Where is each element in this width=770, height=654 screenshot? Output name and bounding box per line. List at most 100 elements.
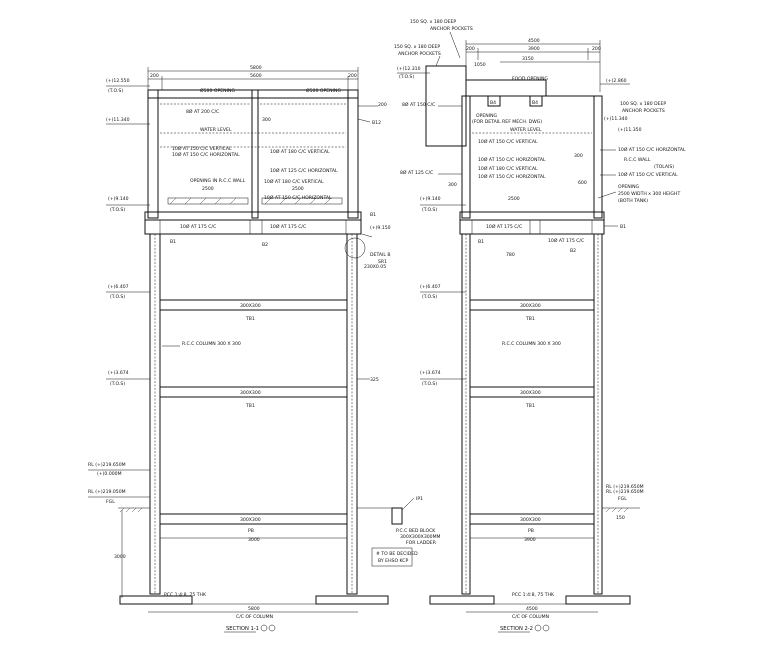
- s1-beam-3: 300X300: [240, 517, 261, 523]
- s2-right-tolais: (TOLAIS): [654, 164, 674, 170]
- s1-note-water-level: WATER LEVEL: [200, 127, 232, 133]
- s1-note-vert-3: 10Ø AT 180 C/C VERTICAL: [264, 178, 324, 185]
- s1-ip1: IP1: [416, 496, 423, 502]
- s1-beam-2: 300X300: [240, 390, 261, 396]
- s2-beam-3-tag: PB: [528, 528, 534, 534]
- s2-beam-1: 300X300: [520, 303, 541, 309]
- section-2-2: 150 SQ. x 180 DEEP ANCHOR POCKETS 150 SQ…: [394, 19, 686, 633]
- s1-slab: 10Ø AT 175 C/C 10Ø AT 175 C/C B1 B2 B1 (…: [144, 211, 391, 270]
- s1-note-vert-2: 10Ø AT 180 C/C VERTICAL: [270, 148, 330, 155]
- s1-ground: 3000 3000: [114, 507, 392, 598]
- s2-level-right-anchor: RL (+)219.650M: [606, 489, 644, 495]
- s1-level-3-ref: (T.O.S): [110, 207, 125, 213]
- s2-dim-1050: 1050: [474, 62, 486, 68]
- s1-slab-note-2: 10Ø AT 175 C/C: [270, 223, 306, 230]
- s2-beam-2-tag: TB1: [525, 403, 535, 409]
- s2-right-level-1: (+)11.340: [604, 116, 628, 122]
- s2-right-wall: R.C.C WALL: [624, 157, 651, 163]
- s2-tank-vert-2: 10Ø AT 180 C/C VERTICAL: [478, 165, 538, 172]
- s2-tank-300: 300: [574, 153, 583, 159]
- s2-tank-300-left: 300: [448, 182, 457, 188]
- s1-top-dimensions: 5800 200 5600 200: [147, 65, 359, 90]
- section-1-1: 5800 200 5600 200 (+)12.550 (T.O.S) (+)1…: [88, 65, 441, 633]
- s2-anchor-2: 150 SQ. x 180 DEEP: [394, 44, 440, 50]
- s1-dim-inner: 5600: [250, 73, 262, 79]
- s1-note-200: 200: [378, 102, 387, 108]
- s2-top-dimensions: 4500 200 3900 200 3150 1050: [465, 38, 601, 92]
- s2-level-1-ref: (T.O.S): [399, 74, 414, 80]
- s1-level-markers: (+)12.550 (T.O.S) (+)11.340 (+)9.140 (T.…: [88, 78, 150, 505]
- s2-tank-2500: 2500: [508, 196, 520, 202]
- s1-note-wall-opening: OPENING IN R.C.C WALL: [190, 178, 246, 184]
- s1-level-6: RL (+)219.650M: [88, 462, 126, 468]
- s1-dim-5800: 3000: [248, 537, 260, 543]
- s2-columns: R.C.C COLUMN 300 X 300: [461, 233, 603, 595]
- s2-top-notes: 150 SQ. x 180 DEEP ANCHOR POCKETS 150 SQ…: [394, 19, 473, 67]
- s2-right-both-tank: (BOTH TANK): [618, 198, 648, 204]
- s2-ground: FGL RL (+)219.650M 150: [602, 484, 644, 521]
- s2-fgl: FGL: [618, 496, 627, 502]
- s1-slab-b1-right: B1: [370, 212, 376, 218]
- s2-bottom-caption: C/C OF COLUMN: [512, 614, 549, 620]
- s1-slab-note-1: 10Ø AT 175 C/C: [180, 223, 216, 230]
- s1-note-horiz-2: 10Ø AT 125 C/C HORIZONTAL: [270, 167, 338, 174]
- s1-decide-by: BY EHSO KCP: [378, 558, 408, 564]
- s2-tank-opening: OPENING: [476, 113, 498, 119]
- s1-level-4-ref: (T.O.S): [110, 294, 125, 300]
- s2-slab-780: 780: [506, 252, 515, 258]
- s2-level-3-ref: (T.O.S): [422, 294, 437, 300]
- s1-slab-b1-left: B1: [170, 239, 176, 245]
- s2-slab-b2: B2: [570, 248, 576, 254]
- s2-dim-wall-r: 200: [592, 46, 601, 52]
- s1-footing-note: PCC 1:4:8, 75 THK: [164, 592, 207, 598]
- s1-bed-block-use: FOR LADDER: [406, 540, 437, 546]
- s2-level-1: (+)12.310: [397, 66, 421, 72]
- s1-level-6-ref: (+)0.000M: [97, 471, 122, 477]
- s2-tank-horiz-2: 10Ø AT 150 C/C HORIZONTAL: [478, 173, 546, 180]
- s1-note-300: 300: [262, 117, 271, 123]
- s2-title: SECTION 2-2: [500, 626, 533, 632]
- s1-beam-3-tag: PB: [248, 528, 254, 534]
- s2-tank-600: 600: [578, 180, 587, 186]
- s2-right-anchor: 100 SQ. x 180 DEEP: [620, 101, 666, 107]
- s1-note-b12: B12: [372, 120, 381, 126]
- s1-tank: Ø500 OPENING Ø500 OPENING 8Ø AT 200 C/C …: [147, 87, 387, 219]
- s2-beam-3: 300X300: [520, 517, 541, 523]
- s1-columns: R.C.C COLUMN 300 X 300: [149, 233, 358, 595]
- s2-slab-b1-right: B1: [620, 224, 626, 230]
- s1-bottom-caption: C/C OF COLUMN: [236, 614, 273, 620]
- s2-slab-note-1: 10Ø AT 175 C/C: [486, 223, 522, 230]
- s2-bottom-dim: 4500: [526, 606, 538, 612]
- s1-detail-b: DETAIL B: [370, 252, 391, 258]
- s2-dim-inner: 3900: [528, 46, 540, 52]
- s2-right-vert: 10Ø AT 150 C/C VERTICAL: [618, 171, 678, 178]
- s2-dim-3900: 3900: [524, 537, 536, 543]
- s1-dim-3000: 3000: [114, 554, 126, 560]
- s1-note-opening-2: Ø500 OPENING: [306, 87, 341, 94]
- s1-tie-beams: 300X300 TB1 300X300 TB1 300X300 PB 325: [159, 299, 379, 534]
- s1-bed-block: P.C.C BED BLOCK: [396, 528, 436, 534]
- s2-right-opening-size: 2500 WIDTH x 300 HEIGHT: [618, 191, 680, 197]
- s2-150: 150: [616, 515, 625, 521]
- s1-note-opening-1: Ø500 OPENING: [200, 87, 235, 94]
- s2-tie-beams: 300X300 TB1 300X300 TB1 300X300 PB 3900: [469, 299, 595, 543]
- s2-tank-8mm: 8Ø AT 125 C/C: [400, 169, 433, 176]
- s1-title: SECTION 1-1: [226, 626, 259, 632]
- s2-footing: PCC 1:4:8, 75 THK 4500 C/C OF COLUMN SEC…: [429, 592, 631, 633]
- s2-footing-note: PCC 1:4:8, 75 THK: [512, 592, 555, 598]
- s1-level-7-ref: FGL: [106, 499, 115, 505]
- s1-level-1: (+)12.550: [106, 78, 130, 84]
- s1-level-2: (+)11.340: [106, 117, 130, 123]
- s2-level-2: (+)9.140: [420, 196, 441, 202]
- s2-right-opening: OPENING: [618, 184, 640, 190]
- s2-right-horiz: 10Ø AT 150 C/C HORIZONTAL: [618, 146, 686, 153]
- s1-note-dim-2500: 2500: [202, 186, 214, 192]
- s1-level-7: RL (+)219.050M: [88, 489, 126, 495]
- s1-level-5: (+)3.674: [108, 370, 129, 376]
- s1-slab-level: (+)9.150: [370, 225, 391, 231]
- s1-dim-overall: 5800: [250, 65, 262, 71]
- s2-level-4: (+)3.674: [420, 370, 441, 376]
- s1-beam-1: 300X300: [240, 303, 261, 309]
- s1-footing: PCC 1:4:8, 75 THK 5800 C/C OF COLUMN SEC…: [119, 592, 389, 633]
